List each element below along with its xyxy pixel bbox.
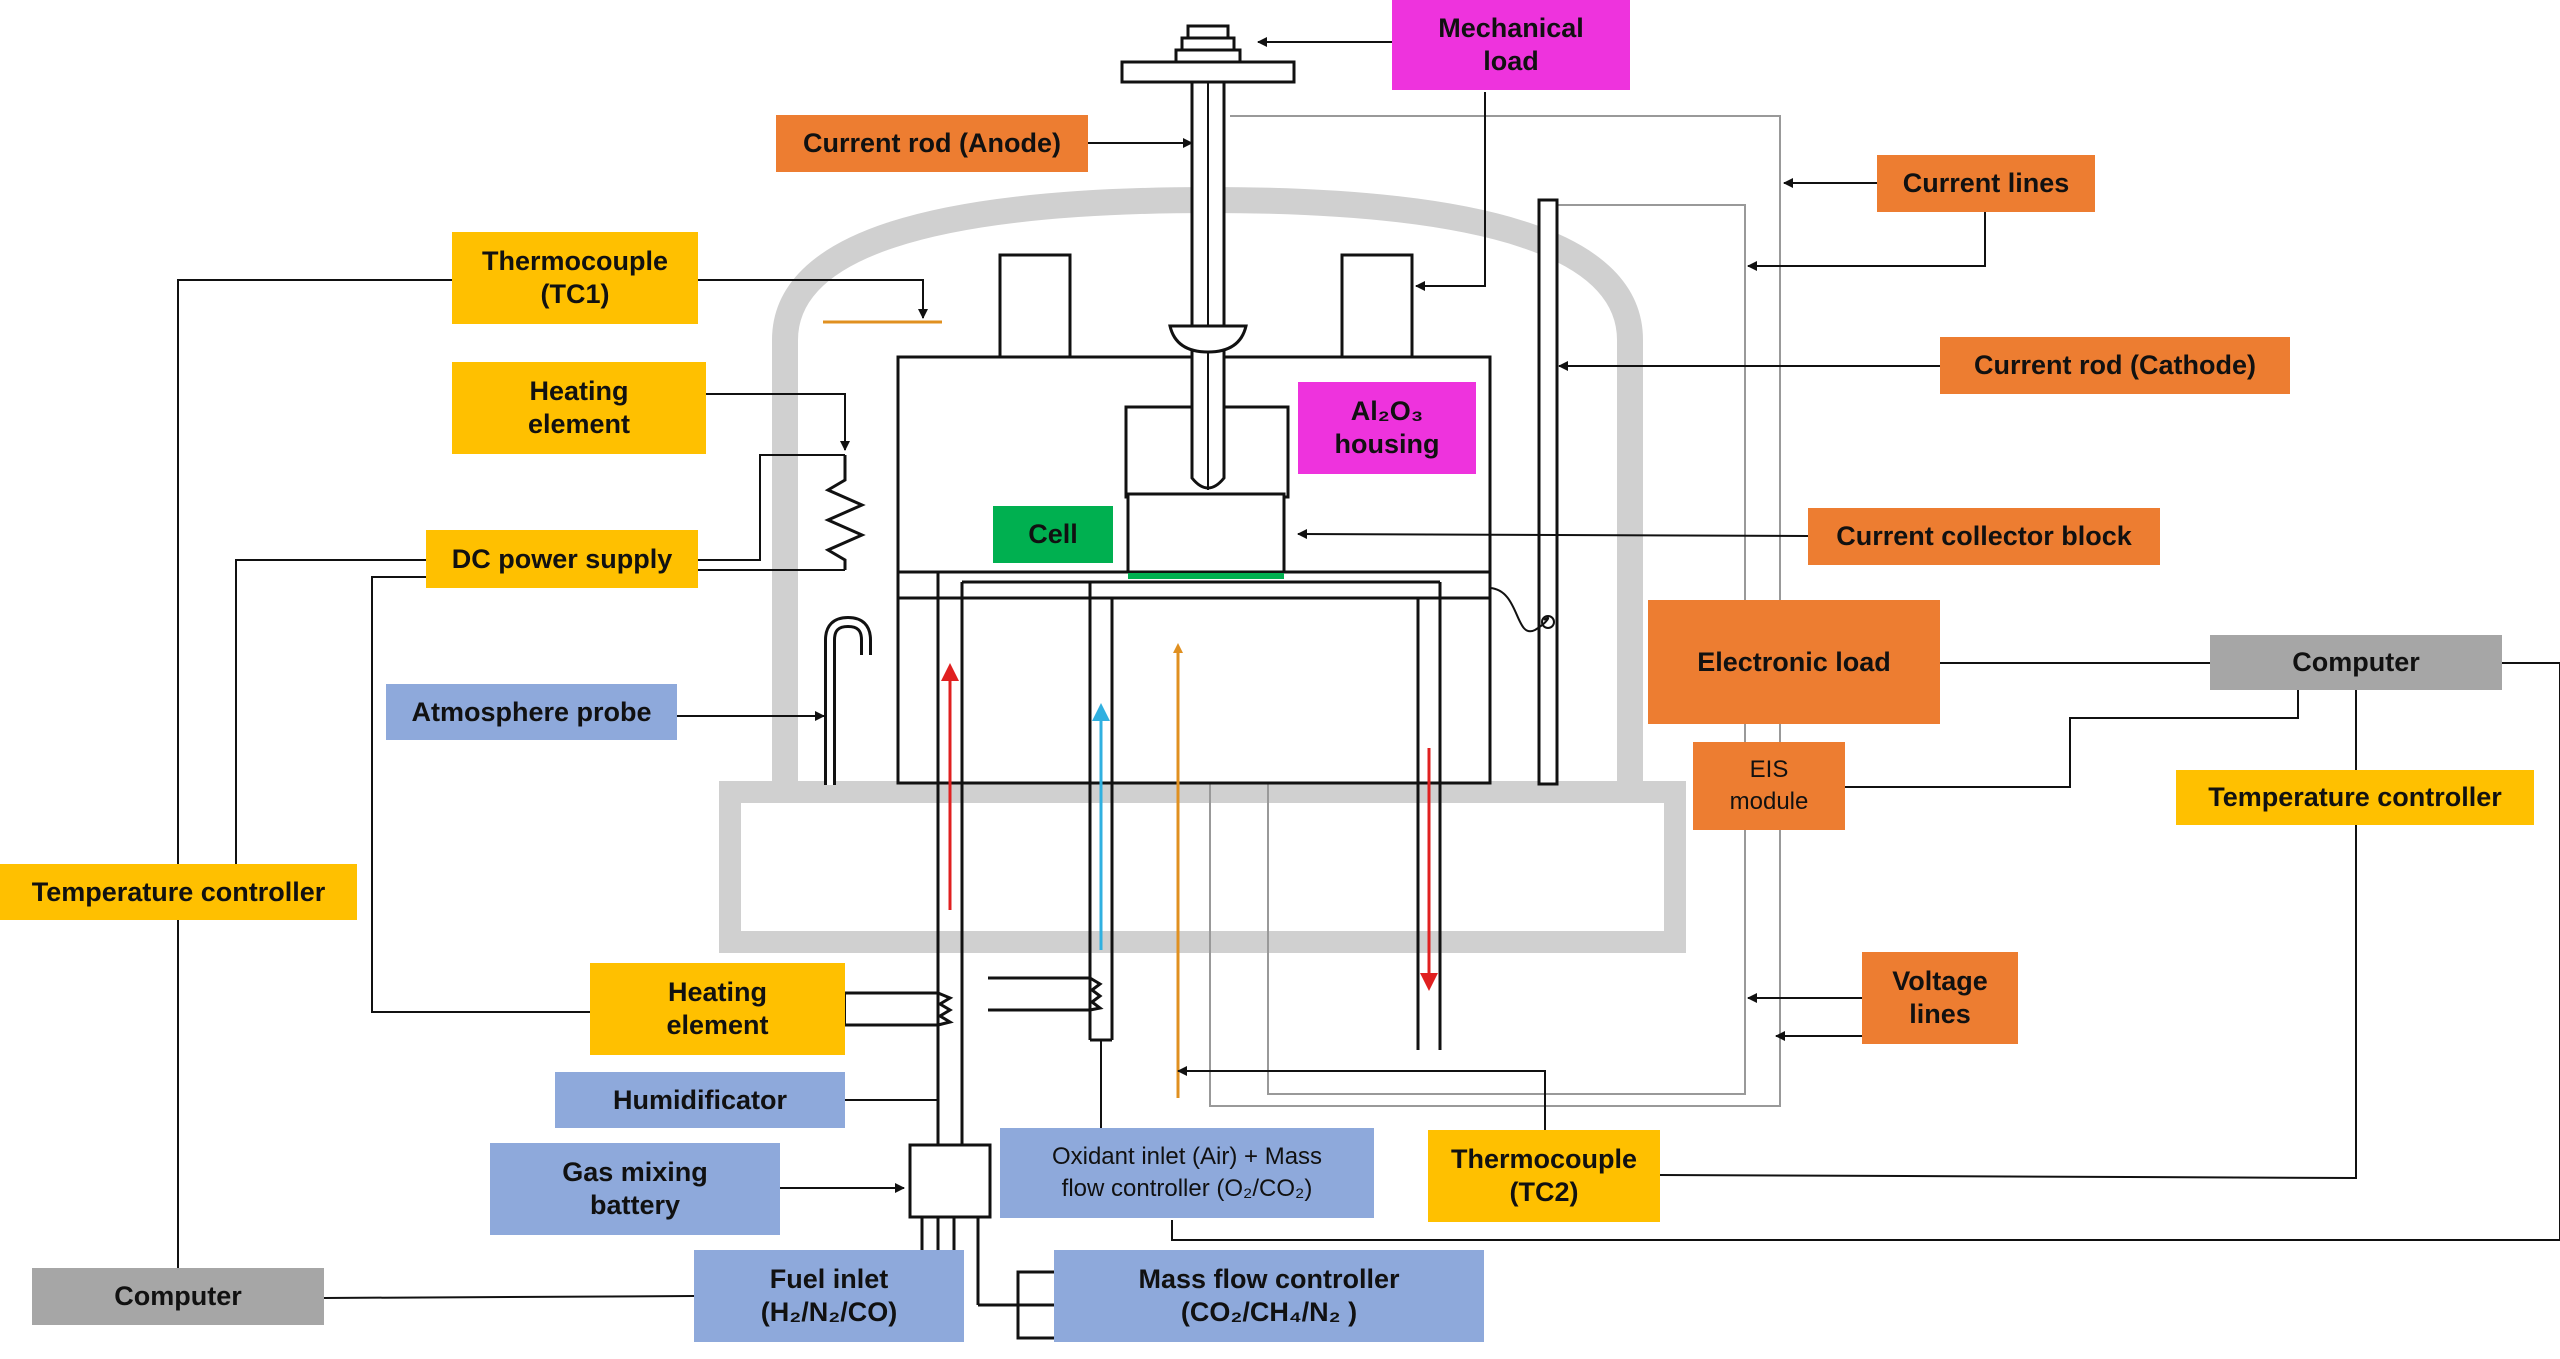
label-current-rod-cathode: Current rod (Cathode) [1940,337,2290,394]
top-post-left [998,253,1072,359]
top-post-right [1340,253,1414,359]
label-dc-power-supply: DC power supply [426,530,698,588]
label-current-collector-block: Current collector block [1808,508,2160,565]
gas-mixing-box [908,1143,992,1219]
current-collector-block [1126,492,1286,574]
oxidant-tube [962,580,1442,1050]
rod-clamp [1168,324,1248,354]
label-thermocouple-tc2: Thermocouple(TC2) [1428,1130,1660,1222]
label-mass-flow-controller: Mass flow controller(CO₂/CH₄/N₂ ) [1054,1250,1484,1342]
fuel-tube [936,572,964,1145]
heating-coil-bottom [845,976,1104,1027]
label-humidificator: Humidificator [555,1072,845,1128]
atmosphere-probe-hook [824,615,872,785]
label-thermocouple-tc1: Thermocouple(TC1) [452,232,698,324]
label-fuel-inlet: Fuel inlet(H₂/N₂/CO) [694,1250,964,1342]
label-cell: Cell [993,506,1113,563]
heating-coil-top [824,455,866,570]
label-computer-right: Computer [2210,635,2502,690]
current-lines [1209,115,1781,1107]
label-atmosphere-probe: Atmosphere probe [386,684,677,740]
cathode-rod [1537,198,1559,786]
label-current-rod-anode: Current rod (Anode) [776,115,1088,172]
label-current-lines: Current lines [1877,155,2095,212]
connector-lines [177,37,2560,1299]
label-temperature-controller-left: Temperature controller [0,864,357,920]
load-plate [1120,60,1296,84]
label-temperature-controller-right: Temperature controller [2176,770,2534,825]
label-electronic-load: Electronic load [1648,600,1940,724]
label-computer-left: Computer [32,1268,324,1325]
lower-chamber [896,596,1492,785]
furnace-base [719,781,1686,953]
